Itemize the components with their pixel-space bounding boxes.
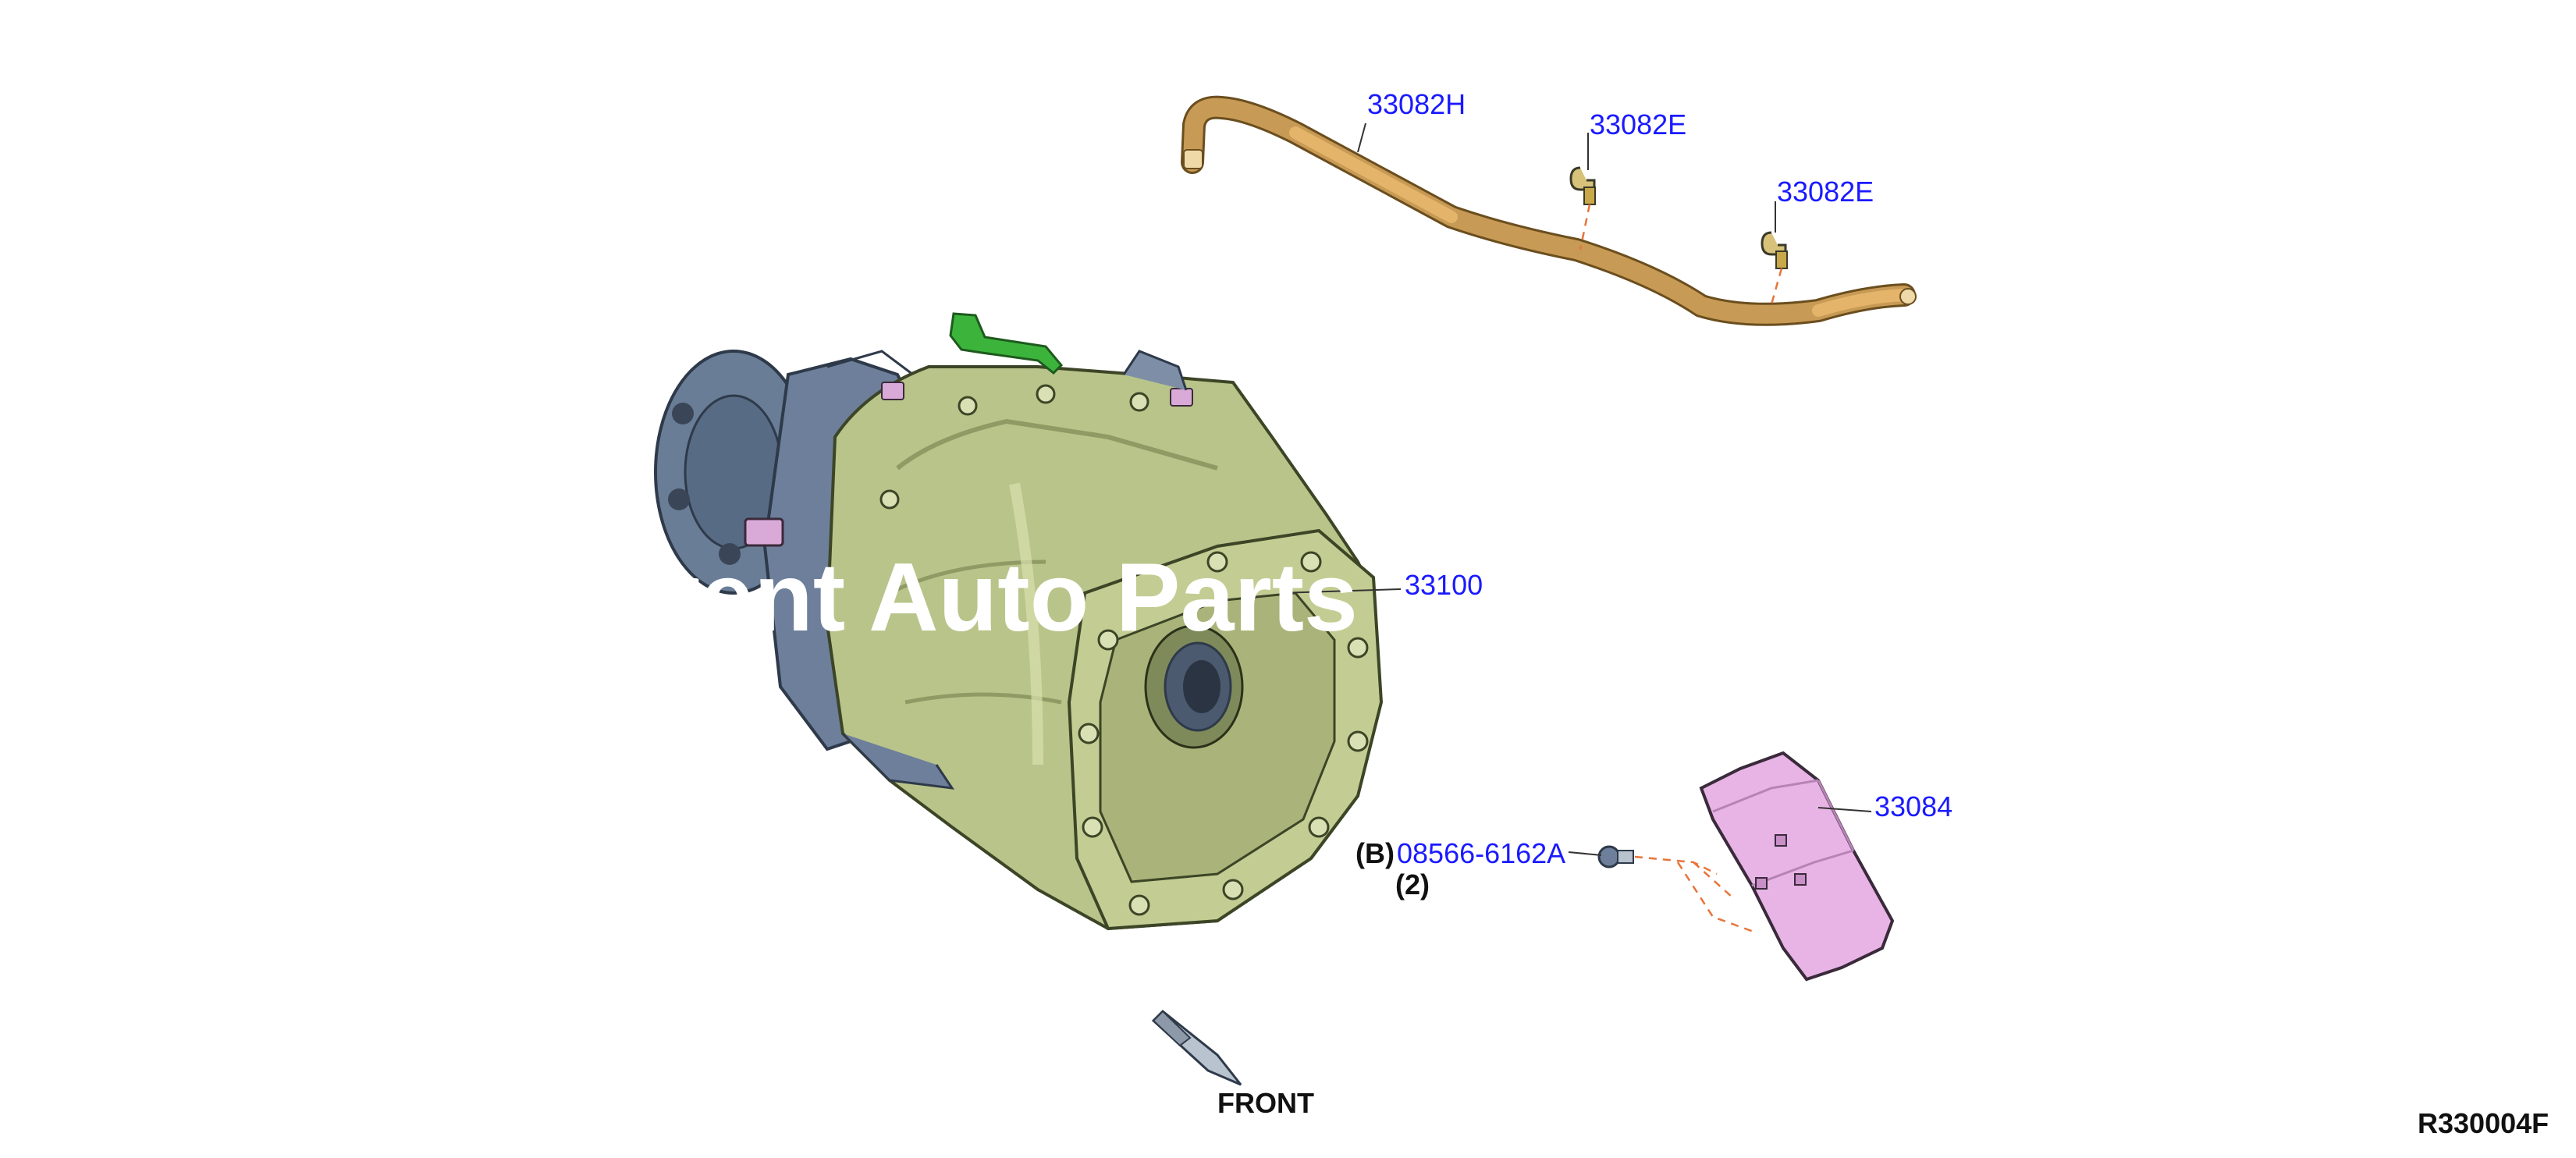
callout-33082h[interactable]: 33082H xyxy=(1367,88,1466,120)
callout-33100[interactable]: 33100 xyxy=(1405,569,1483,601)
breather-hose[interactable] xyxy=(1181,95,1917,326)
leader-33084 xyxy=(1817,807,1872,812)
callout-33084[interactable]: 33084 xyxy=(1874,790,1952,822)
callout-08566-6162a[interactable]: 08566-6162A xyxy=(1397,837,1565,869)
leader-08566-6162a xyxy=(1568,851,1602,856)
transfer-control-unit[interactable] xyxy=(1699,751,1895,982)
clip-right-dashed-line xyxy=(1770,268,1783,305)
callout-33082e-right[interactable]: 33082E xyxy=(1777,176,1874,208)
callout-33082e-left[interactable]: 33082E xyxy=(1590,108,1686,140)
hose-clip-left[interactable] xyxy=(1569,166,1596,205)
bolt-dashed-line-lower xyxy=(1676,861,1757,934)
clip-left-dashed-line xyxy=(1579,204,1591,250)
bolt-dashed-line-mid xyxy=(1693,861,1733,898)
bolt-08566-6162a[interactable] xyxy=(1597,845,1634,868)
green-bracket[interactable] xyxy=(949,312,1064,375)
leader-33100 xyxy=(1279,588,1402,594)
bolt-quantity: (2) xyxy=(1395,868,1430,900)
front-arrow-icon xyxy=(1151,1009,1242,1086)
hose-clip-right[interactable] xyxy=(1761,231,1788,269)
transfer-case-assembly[interactable] xyxy=(654,350,1384,931)
watermark-text: Trent Auto Parts xyxy=(609,544,1358,652)
bolt-reference-b: (B) xyxy=(1356,837,1395,869)
diagram-code: R330004F xyxy=(2418,1107,2549,1139)
front-label: FRONT xyxy=(1217,1087,1314,1119)
leader-33082h xyxy=(1357,123,1366,153)
